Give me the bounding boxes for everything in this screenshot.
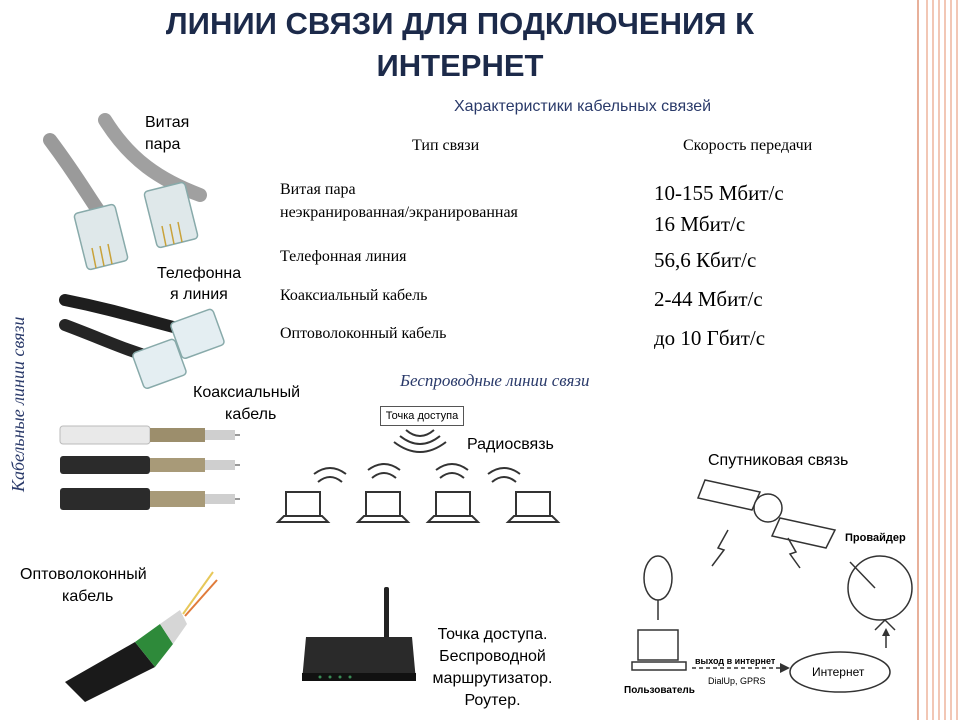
router-label-1: Точка доступа.	[437, 626, 548, 643]
coax-label-2: кабель	[225, 406, 277, 423]
telephone-cable-image	[59, 294, 225, 390]
router-label-4: Роутер.	[464, 692, 521, 709]
row-3-type: Коаксиальный кабель	[280, 287, 428, 304]
access-point-signal-icon	[393, 429, 447, 453]
row-3-speed: 2-44 Мбит/с	[654, 287, 763, 311]
twisted-pair-image	[43, 113, 207, 271]
row-1-type-1: Витая пара	[280, 181, 356, 198]
router-label-2: Беспроводной	[439, 648, 546, 665]
decorative-border	[926, 0, 960, 720]
access-point-box: Точка доступа	[380, 406, 464, 426]
radio-label: Радиосвязь	[467, 436, 554, 453]
border-line	[917, 0, 919, 720]
fiber-label-2: кабель	[62, 588, 114, 605]
coaxial-cable-image	[59, 425, 240, 510]
fiber-cable-image	[65, 571, 218, 702]
coax-label-1: Коаксиальный	[193, 384, 301, 401]
router-label-3: маршрутизатор.	[432, 670, 553, 687]
row-4-speed: до 10 Гбит/с	[654, 326, 766, 350]
phone-line-label-2: я линия	[170, 286, 228, 303]
row-1-speed-2: 16 Мбит/с	[654, 212, 746, 236]
twisted-pair-label-1: Витая	[145, 114, 190, 131]
router-image	[302, 587, 416, 681]
row-4-type: Оптоволоконный кабель	[280, 325, 447, 342]
wireless-laptops-image	[275, 463, 561, 523]
wireless-heading: Беспроводные линии связи	[400, 371, 590, 390]
phone-line-label-1: Телефонна	[157, 265, 242, 282]
internet-out-label: выход в интернет	[695, 656, 776, 666]
page-title-line-1: ЛИНИИ СВЯЗИ ДЛЯ ПОДКЛЮЧЕНИЯ К	[165, 6, 755, 41]
user-label: Пользователь	[624, 685, 695, 696]
table-caption: Характеристики кабельных связей	[454, 98, 712, 115]
page-title-line-2: ИНТЕРНЕТ	[376, 48, 544, 83]
table-header-speed: Скорость передачи	[683, 137, 813, 154]
satellite-label: Спутниковая связь	[708, 452, 849, 469]
fiber-label-1: Оптоволоконный	[20, 566, 147, 583]
row-2-type: Телефонная линия	[280, 248, 407, 265]
twisted-pair-label-2: пара	[145, 136, 181, 153]
provider-label: Провайдер	[845, 532, 906, 544]
satellite-diagram	[631, 479, 913, 693]
cable-lines-side-label: Кабельные линии связи	[8, 316, 28, 492]
row-1-speed-1: 10-155 Мбит/с	[654, 181, 784, 205]
row-1-type-2: неэкранированная/экранированная	[280, 204, 518, 221]
internet-label: Интернет	[812, 665, 865, 679]
row-2-speed: 56,6 Кбит/с	[654, 248, 757, 272]
connection-type-label: DialUp, GPRS	[708, 676, 766, 686]
table-header-type: Тип связи	[412, 137, 480, 154]
